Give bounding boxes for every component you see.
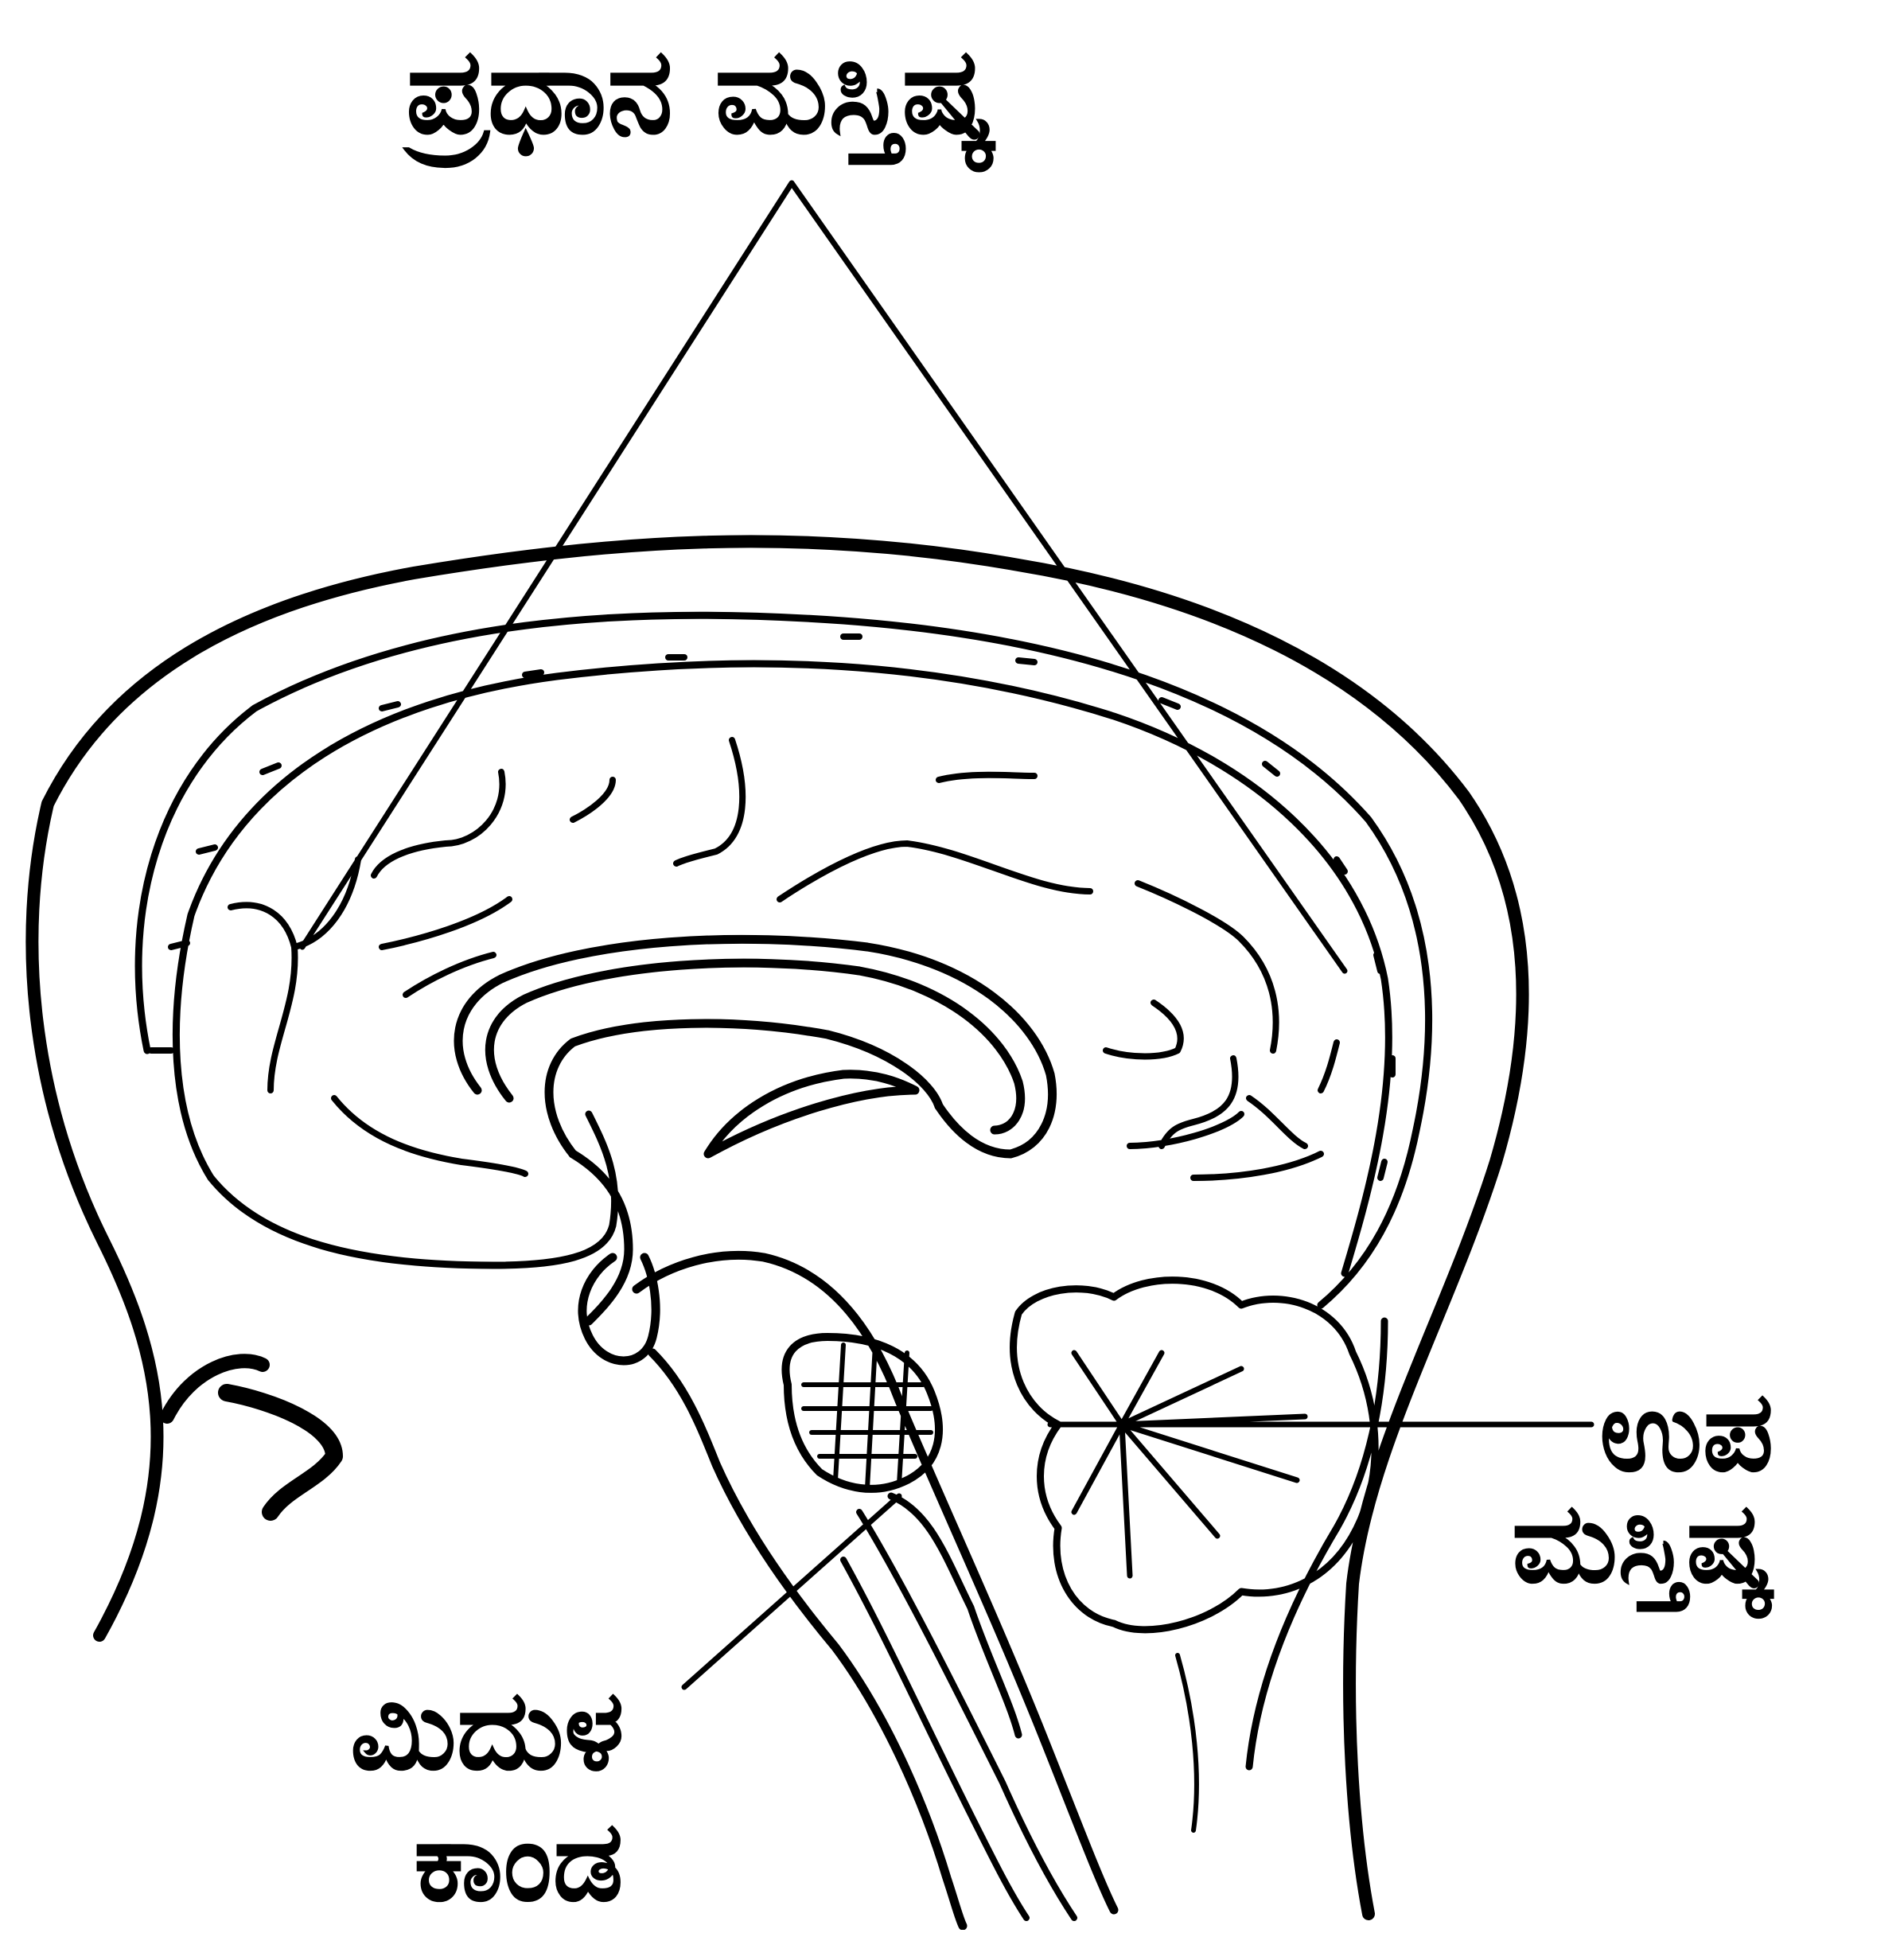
cerebrum-base	[211, 1114, 615, 1265]
brainstem-label-line1: ಮಿದುಳ	[350, 1675, 625, 1787]
cerebellum-label-line2: ಮಸ್ತಿಷ್ಕ	[1512, 1488, 1773, 1600]
corpus-callosum-outer	[458, 939, 1053, 1154]
cerebellum-label-line1: ಉಪ	[1599, 1377, 1774, 1488]
brain-surface	[176, 664, 1388, 1273]
medulla-leader	[684, 1496, 899, 1687]
cerebrum-leader	[302, 183, 1345, 971]
cerebellum-arbor	[1050, 1353, 1305, 1576]
ear-inner	[227, 1393, 334, 1512]
spinal-cord-inner	[859, 1512, 1074, 1918]
cisterna	[1178, 1655, 1197, 1830]
cerebrum-label: ಪ್ರಧಾನ ಮಸ್ತಿಷ್ಕ	[406, 32, 995, 151]
brain-folds	[231, 740, 1337, 1178]
pons	[785, 1337, 939, 1489]
spinal-cord-inner-2	[843, 1560, 1026, 1918]
ventricle	[708, 1074, 915, 1154]
head-outline	[32, 541, 1522, 1914]
pituitary	[582, 1257, 656, 1361]
cerebellum	[1014, 1280, 1375, 1630]
brainstem-label-line2: ಕಾಂಡ	[414, 1806, 624, 1918]
